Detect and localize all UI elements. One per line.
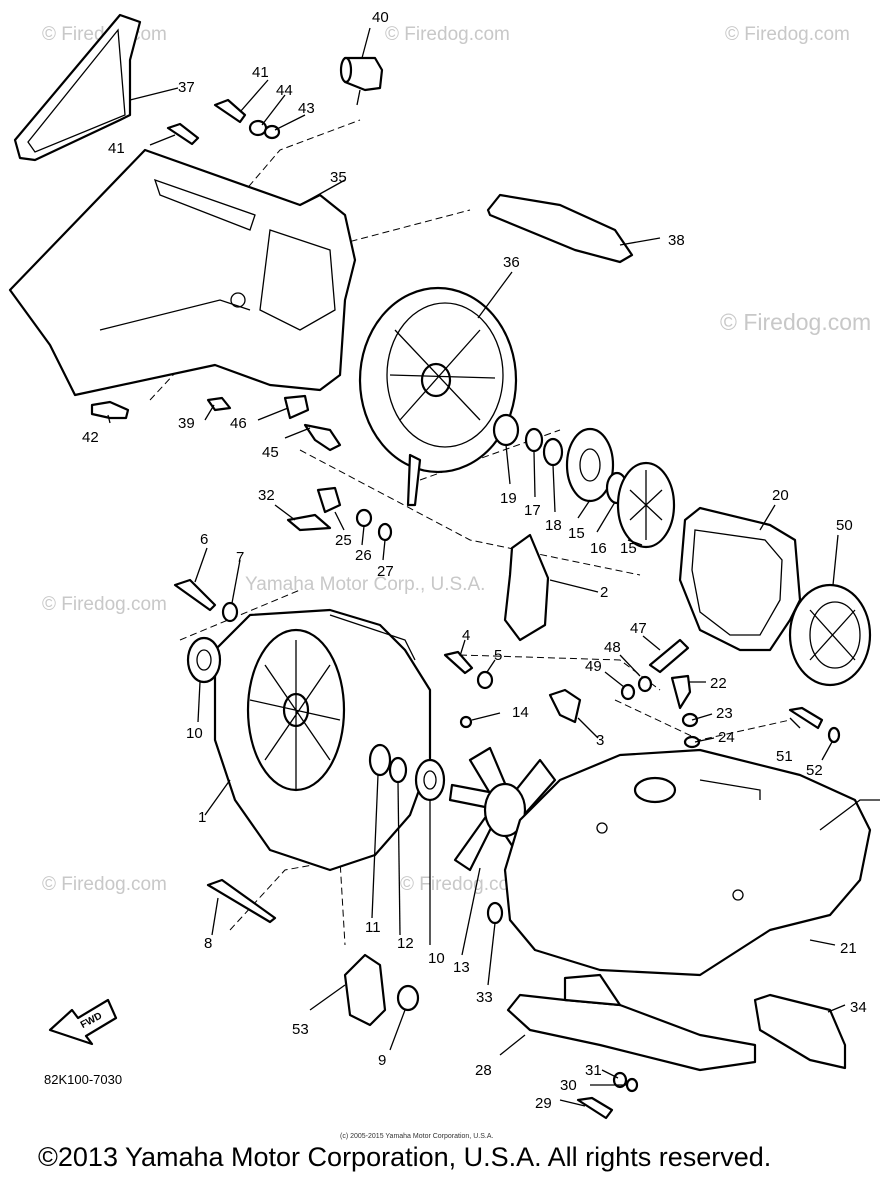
callout-12: 12 — [397, 935, 414, 952]
callout-10: 10 — [428, 950, 445, 967]
callout-7: 7 — [236, 549, 244, 566]
watermark-site: © Firedog.com — [42, 874, 167, 895]
callout-39: 39 — [178, 415, 195, 432]
small-copyright: (c) 2005-2015 Yamaha Motor Corporation, … — [340, 1133, 493, 1140]
watermark-site: © Firedog.com — [720, 309, 871, 335]
callout-44: 44 — [276, 82, 293, 99]
callout-16: 16 — [590, 540, 607, 557]
callout-23: 23 — [716, 705, 733, 722]
watermark-site: © Firedog.com — [400, 874, 525, 895]
callout-1: 1 — [198, 809, 206, 826]
callout-34: 34 — [850, 999, 867, 1016]
callout-32: 32 — [258, 487, 275, 504]
part-38-plate — [486, 193, 634, 264]
callout-20: 20 — [772, 487, 789, 504]
watermark-site: © Firedog.com — [42, 594, 167, 615]
callout-24: 24 — [718, 729, 735, 746]
callout-22: 22 — [710, 675, 727, 692]
callout-14: 14 — [512, 704, 529, 721]
part-37-gasket — [13, 13, 142, 162]
watermark-corp: Yamaha Motor Corp., U.S.A. — [245, 574, 485, 595]
part-3-clip — [548, 688, 582, 724]
part-28-guard — [506, 993, 757, 1072]
callout-38: 38 — [668, 232, 685, 249]
callout-15: 15 — [568, 525, 585, 542]
callout-47: 47 — [630, 620, 647, 637]
callout-17: 17 — [524, 502, 541, 519]
part-53-cover — [343, 953, 387, 1027]
watermark-site: © Firedog.com — [725, 24, 850, 45]
callout-15: 15 — [620, 540, 637, 557]
callout-35: 35 — [330, 169, 347, 186]
callout-36: 36 — [503, 254, 520, 271]
callout-51: 51 — [776, 748, 793, 765]
callout-50: 50 — [836, 517, 853, 534]
fasteners-top — [90, 98, 342, 452]
callout-45: 45 — [262, 444, 279, 461]
callout-5: 5 — [494, 647, 502, 664]
callout-29: 29 — [535, 1095, 552, 1112]
fasteners-mid — [173, 486, 841, 1120]
callout-52: 52 — [806, 762, 823, 779]
leader-lines — [107, 27, 846, 1107]
callout-numbers: 40 41 44 43 37 41 35 38 36 42 39 46 45 1… — [82, 9, 867, 1112]
callout-9: 9 — [378, 1052, 386, 1069]
callout-6: 6 — [200, 531, 208, 548]
callout-46: 46 — [230, 415, 247, 432]
callout-43: 43 — [298, 100, 315, 117]
drawing-number: 82K100-7030 — [44, 1072, 122, 1087]
part-50-pulley — [788, 583, 872, 687]
callout-3: 3 — [596, 732, 604, 749]
callout-42: 42 — [82, 429, 99, 446]
callout-27: 27 — [377, 563, 394, 580]
callout-33: 33 — [476, 989, 493, 1006]
callout-21: 21 — [840, 940, 857, 957]
callout-28: 28 — [475, 1062, 492, 1079]
callout-10: 10 — [186, 725, 203, 742]
part-11-circlip — [368, 743, 392, 777]
pulley-stack — [492, 413, 676, 549]
copyright-notice: ©2013 Yamaha Motor Corporation, U.S.A. A… — [38, 1142, 771, 1172]
callout-4: 4 — [462, 627, 470, 644]
part-10-bearing-right — [414, 758, 446, 802]
callout-41: 41 — [108, 140, 125, 157]
callout-8: 8 — [204, 935, 212, 952]
callout-25: 25 — [335, 532, 352, 549]
callout-37: 37 — [178, 79, 195, 96]
callout-13: 13 — [453, 959, 470, 976]
part-35-shroud — [8, 148, 357, 397]
callout-40: 40 — [372, 9, 389, 26]
part-9-cap — [396, 984, 420, 1012]
callout-48: 48 — [604, 639, 621, 656]
part-2-bracket — [503, 533, 550, 642]
part-21-housing — [503, 748, 872, 977]
part-34-pad — [753, 993, 847, 1070]
watermark-site: © Firedog.com — [385, 24, 510, 45]
callout-31: 31 — [585, 1062, 602, 1079]
callout-41: 41 — [252, 64, 269, 81]
part-20-belt — [678, 506, 802, 652]
callout-2: 2 — [600, 584, 608, 601]
forward-arrow-icon: FWD — [48, 998, 118, 1046]
callout-49: 49 — [585, 658, 602, 675]
part-12-washer — [388, 756, 408, 784]
callout-18: 18 — [545, 517, 562, 534]
part-10-bearing-left — [186, 636, 222, 684]
callout-53: 53 — [292, 1021, 309, 1038]
callout-26: 26 — [355, 547, 372, 564]
callout-19: 19 — [500, 490, 517, 507]
callout-11: 11 — [365, 919, 381, 936]
callout-30: 30 — [560, 1077, 577, 1094]
